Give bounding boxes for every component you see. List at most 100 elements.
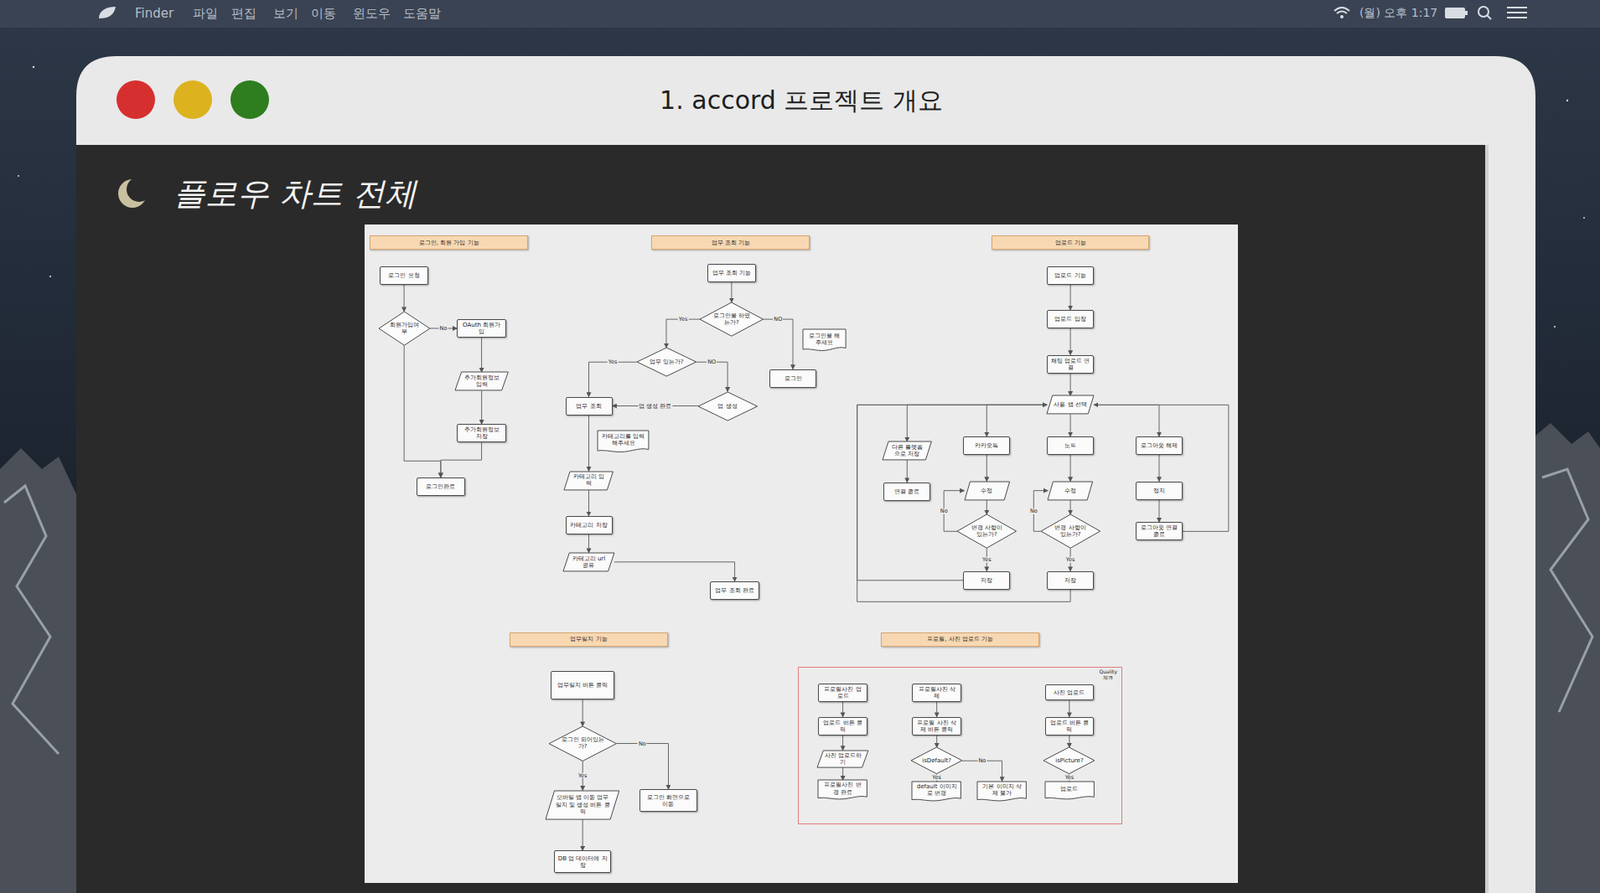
- mountain: [0, 448, 77, 893]
- flow-connector: [588, 534, 590, 554]
- flow-connector: [857, 404, 1071, 602]
- node-text: 업무 조회: [575, 403, 601, 410]
- flow-connector: [1159, 455, 1160, 482]
- menu-item: 보기: [273, 6, 299, 21]
- process-box: 업로드 입장: [1046, 310, 1094, 329]
- node-text: 프로필 사진 삭제 버튼 클릭: [915, 719, 958, 734]
- node-text: 채팅 업로드 연결: [1050, 357, 1091, 372]
- process-box: 업로드 버튼 클릭: [818, 717, 867, 736]
- process-box: 사진 업로드: [1045, 684, 1094, 701]
- group-label: Quality 체크: [1097, 669, 1119, 682]
- section-header: 업로드 기능: [991, 235, 1150, 250]
- wifi-icon: [1340, 15, 1344, 19]
- io-parallelogram-outline: [882, 441, 932, 461]
- mountain-snow: [4, 486, 59, 755]
- flow-connector: [616, 743, 668, 790]
- node-text: 프로필사진 삭제: [915, 686, 958, 700]
- node-text: 카테고리를 입력해주세요: [600, 433, 646, 447]
- node-text: 변경 사항이 있는가?: [1051, 524, 1089, 539]
- flow-connector: [695, 362, 728, 392]
- search-icon: [1486, 15, 1492, 20]
- process-box: 업무 조회 완료: [709, 581, 759, 601]
- flow-connector: [986, 455, 988, 482]
- document-shape-outline: [818, 780, 867, 800]
- node-text: 업로드 기능: [1055, 239, 1087, 247]
- flow-connector: [582, 699, 584, 727]
- node-text: 카테고리 입력: [570, 473, 607, 487]
- flow-connector: [1070, 328, 1072, 356]
- flow-connector: [1070, 414, 1072, 437]
- decision-diamond: 로그인 되어있는가?: [548, 726, 617, 762]
- window-frame: [76, 56, 1536, 893]
- process-box: 카카오톡: [963, 436, 1010, 456]
- io-parallelogram: 카테고리 url 공유: [563, 553, 615, 572]
- flow-connector: [962, 761, 1003, 782]
- slide-heading: 플로우 차트 전체: [173, 176, 417, 213]
- node-text: 로그아웃 연결 종료: [1139, 524, 1180, 539]
- edge-label: Yes: [931, 775, 943, 782]
- flow-connector: [481, 337, 482, 373]
- edge-label: Yes: [1065, 557, 1077, 564]
- process-box: 채팅 업로드 연결: [1046, 355, 1094, 374]
- node-text: 프로필사진 변경 완료: [821, 781, 864, 796]
- node-text: 업무 조회 기능: [712, 269, 751, 277]
- node-text: 업로드 버튼 클릭: [821, 719, 864, 734]
- section-header: 업무일지 기능: [509, 632, 668, 648]
- node-text: 업로드 기능: [1054, 272, 1086, 280]
- edge-label: No: [939, 508, 949, 515]
- flow-connector: [986, 500, 988, 516]
- node-text: 업무 있는가?: [649, 358, 684, 366]
- node-text: 노트: [1064, 442, 1077, 450]
- edge-label: Yes: [607, 359, 619, 366]
- edge-label: Yes: [981, 557, 993, 564]
- list-icon: [1506, 7, 1528, 18]
- node-text: 수정: [1064, 487, 1077, 495]
- flow-connector: [1070, 455, 1072, 482]
- document-shape: default 이미지로 변경: [911, 781, 961, 803]
- flow-connector: [403, 284, 405, 312]
- star: [17, 175, 20, 177]
- star: [32, 66, 35, 68]
- io-parallelogram: 수정: [1047, 481, 1093, 501]
- node-text: 저장: [1064, 577, 1077, 585]
- process-box: 로그인: [769, 369, 817, 389]
- decision-diamond-outline: [957, 514, 1017, 549]
- flow-connector: [842, 767, 844, 782]
- decision-diamond: 변경 사항이 있는가?: [1040, 514, 1101, 549]
- decision-diamond: 업무 있는가?: [636, 347, 697, 377]
- flow-connector: [588, 415, 590, 472]
- node-text: 카카오톡: [974, 442, 999, 450]
- node-text: 추가회원정보 저장: [460, 426, 503, 441]
- node-text: OAuth 회원가입: [460, 321, 503, 336]
- document-shape-outline: [1045, 781, 1094, 800]
- process-box: 프로필사진 삭제: [911, 683, 961, 703]
- mountain: [1535, 423, 1600, 893]
- flow-connector: [440, 442, 482, 477]
- process-box: 로그인 화면으로 이동: [639, 789, 697, 813]
- flow-connector: [403, 345, 441, 478]
- node-text: 연결 종료: [894, 488, 920, 496]
- decision-diamond: isDefault?: [911, 747, 963, 775]
- edge-label: NO: [772, 316, 783, 323]
- mountain-snow: [1542, 469, 1593, 713]
- process-box: 로그아웃 연결 종료: [1135, 522, 1183, 541]
- document-shape: 로그인을 해주세요: [802, 329, 846, 353]
- group-frame: Quality 체크프로필사진 업로드업로드 버튼 클릭사진 업로드하기프로필사…: [797, 667, 1123, 824]
- decision-diamond-outline: [1040, 514, 1101, 549]
- menu-logo: [98, 6, 116, 19]
- process-box: 연결 종료: [883, 482, 931, 502]
- io-parallelogram-outline: [964, 481, 1010, 501]
- flow-connector: [1068, 735, 1070, 749]
- flow-connector: [666, 319, 700, 348]
- node-text: 변경 사항이 있는가?: [968, 524, 1006, 539]
- edge-label: Yes: [1064, 775, 1076, 782]
- flow-connector: [1070, 284, 1072, 311]
- node-text: 수정: [980, 487, 993, 495]
- document-shape-outline: [977, 781, 1026, 802]
- flow-connector: [906, 460, 908, 483]
- node-text: 저장: [980, 577, 993, 585]
- decision-diamond-outline: [378, 311, 430, 346]
- node-text: 프로필, 사진 업로드 기능: [926, 636, 994, 643]
- process-box: 로그인 요청: [379, 266, 429, 285]
